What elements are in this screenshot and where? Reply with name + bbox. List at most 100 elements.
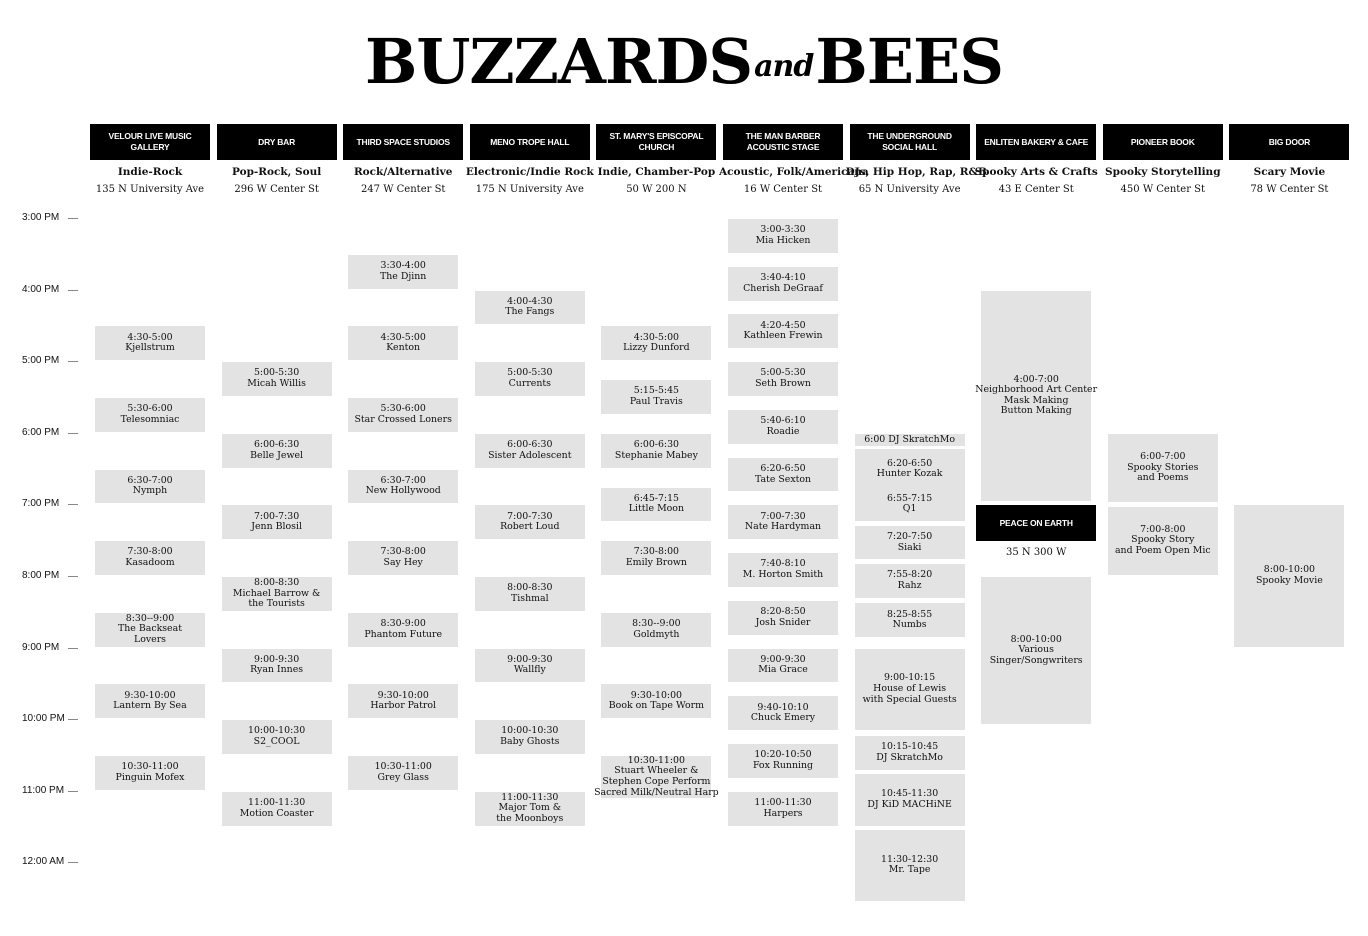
slot-time: 9:00-9:30: [507, 653, 553, 665]
slot-performer: Currents: [508, 378, 551, 390]
slot-performer: Say Hey: [383, 557, 423, 569]
slot-time: 4:30-5:00: [127, 331, 173, 343]
slot-time: 7:30-8:00: [127, 546, 173, 558]
slot-time: 7:30-8:00: [380, 546, 426, 558]
time-tick: [68, 862, 78, 864]
venue-header: THIRD SPACE STUDIOS: [343, 124, 464, 160]
slot-performer: Numbs: [892, 619, 927, 631]
slot-performer: DJ KiD MACHiNE: [867, 798, 952, 810]
slot-time: 3:00-3:30: [760, 224, 806, 236]
venue-address: 78 W Center St: [1250, 184, 1329, 195]
slot-performer: Spooky Movie: [1256, 574, 1323, 586]
slot-performer: M. Horton Smith: [742, 569, 824, 581]
slot-performer: Major Tom &: [498, 802, 562, 814]
sub-venue-address: 35 N 300 W: [1005, 547, 1067, 558]
slot-performer: Grey Glass: [377, 771, 429, 783]
slot-performer: Tate Sexton: [754, 473, 812, 485]
slot-performer: Baby Ghosts: [500, 736, 560, 748]
slot-time: 5:15-5:45: [633, 385, 680, 397]
slot-time: 8:30--9:00: [125, 612, 175, 624]
time-tick: [68, 647, 78, 649]
slot-performer: Kathleen Frewin: [743, 330, 823, 342]
slot-time: 8:25-8:55: [886, 608, 933, 620]
slot-performer: Phantom Future: [364, 628, 442, 640]
slot-performer: S2_COOL: [253, 736, 300, 748]
slot-performer: Telesomniac: [120, 413, 180, 425]
time-text: 11:00 PM: [22, 784, 65, 796]
slot-time: 11:00-11:30: [501, 791, 559, 803]
venue-genre: Spooky Storytelling: [1105, 166, 1221, 178]
slot-performer: Paul Travis: [629, 395, 683, 407]
slot-time: 9:30-10:00: [124, 689, 176, 701]
slot-performer: Pinguin Mofex: [115, 771, 185, 783]
slot-performer: Fox Running: [752, 759, 814, 771]
slot-time: 6:00-6:30: [633, 439, 680, 451]
slot-time: 10:30-11:00: [627, 754, 685, 766]
slot-performer: and Poem Open Mic: [1114, 545, 1211, 557]
slot-performer: Tishmal: [511, 592, 549, 604]
slot-time: 4:20-4:50: [760, 319, 806, 331]
slot-performer: Michael Barrow &: [232, 587, 321, 599]
venue-header: MENO TROPE HALL: [469, 124, 590, 160]
slot-performer: and Poems: [1137, 472, 1189, 484]
venue-header: DRY BAR: [216, 124, 337, 160]
time-tick: [68, 218, 78, 219]
slot-time: 5:00-5:30: [760, 367, 806, 379]
slot-performer: Roadie: [766, 425, 800, 437]
venue-header: THE MAN BARBER ACOUSTIC STAGE: [723, 124, 843, 160]
slot-performer: DJ SkratchMo: [876, 751, 943, 763]
venue-genre: Acoustic, Folk/Americana: [719, 166, 869, 178]
slot-performer: Singer/Songwriters: [989, 654, 1083, 666]
slot-time: 8:00-8:30: [253, 577, 300, 588]
slot-time: 10:45-11:30: [880, 788, 939, 800]
time-text: 5:00 PM: [22, 355, 60, 367]
time-text: 8:00 PM: [22, 570, 60, 581]
slot-performer: Ryan Innes: [250, 664, 304, 676]
slot-time: 5:30-6:00: [380, 403, 426, 415]
slot-performer: Jenn Blosil: [251, 521, 302, 533]
venue-header: THE UNDERGROUND SOCIAL HALL: [849, 124, 970, 160]
slot-performer: Nymph: [132, 485, 168, 497]
slot-performer: House of Lewis: [873, 683, 947, 695]
slot-performer: The Fangs: [505, 306, 555, 318]
venue-genre: Pop-Rock, Soul: [231, 166, 322, 178]
time-tick: [68, 790, 78, 792]
performance-slot: 6:00 DJ SkratchMo: [854, 433, 965, 446]
venue-genre: Indie, Chamber-Pop: [597, 166, 716, 178]
venue-header: BIG DOOR: [1229, 124, 1350, 160]
slot-performer: Kenton: [386, 342, 421, 354]
slot-performer: with Special Guests: [862, 693, 957, 705]
slot-time: 8:20-8:50: [760, 606, 806, 618]
slot-time: 7:00-8:00: [1140, 523, 1186, 535]
venue-genre: Indie-Rock: [117, 166, 183, 178]
venue-genre: Rock/Alternative: [353, 166, 453, 178]
